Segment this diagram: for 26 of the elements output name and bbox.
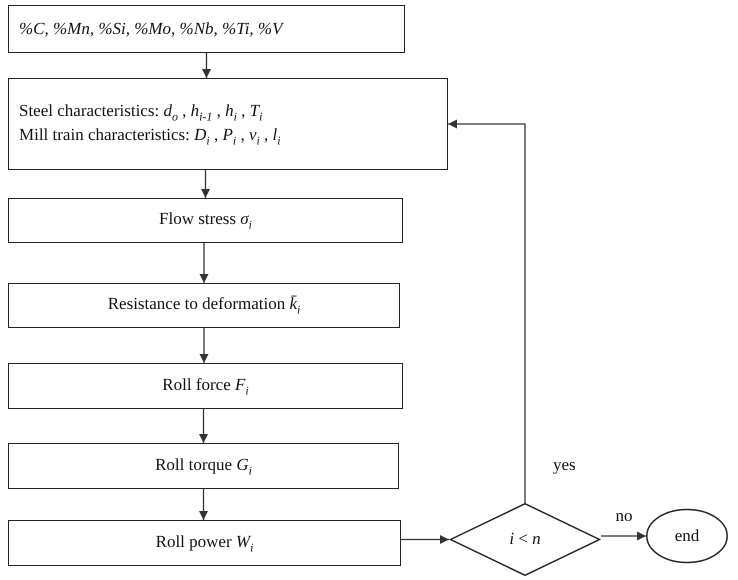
- terminal-text: end: [674, 524, 700, 547]
- step-text: Roll force F$_{i}$: [161, 374, 250, 398]
- process-box: [8, 198, 403, 243]
- step-text: Roll torque G$_{i}$: [154, 454, 253, 478]
- arrow: [448, 120, 526, 503]
- arrow: [199, 489, 208, 520]
- process-box: [8, 363, 403, 409]
- step-text: Roll power W$_{i}$: [154, 530, 254, 556]
- process-box: [8, 520, 401, 566]
- step-text: Flow stress σ$_{i}$: [158, 208, 253, 233]
- step-text: %C, %Mn, %Si, %Mo, %Nb, %Ti, %V: [18, 18, 285, 40]
- step-text: Steel characteristics: d$_{o}$ , h$_{i-1}$ , h$_{i}$ , T$_{i}$: [18, 100, 264, 124]
- arrow: [200, 328, 208, 363]
- arrow: [202, 53, 211, 78]
- process-box: [8, 283, 400, 328]
- process-box: [8, 5, 405, 53]
- arrow: [201, 170, 210, 198]
- arrow: [199, 409, 208, 443]
- process-box: [8, 443, 399, 489]
- condition-text: i < n: [508, 528, 542, 550]
- arrow: [200, 243, 208, 283]
- arrow: [601, 532, 646, 540]
- step-text: Mill train characteristics: D$_{i}$ , P$_{i}$ , v$_{i}$ , l$_{i}$: [18, 124, 282, 148]
- process-box: [8, 78, 448, 170]
- step-text: Resistance to deformation k̄$_{i}$: [106, 293, 302, 318]
- arrow: [401, 535, 449, 544]
